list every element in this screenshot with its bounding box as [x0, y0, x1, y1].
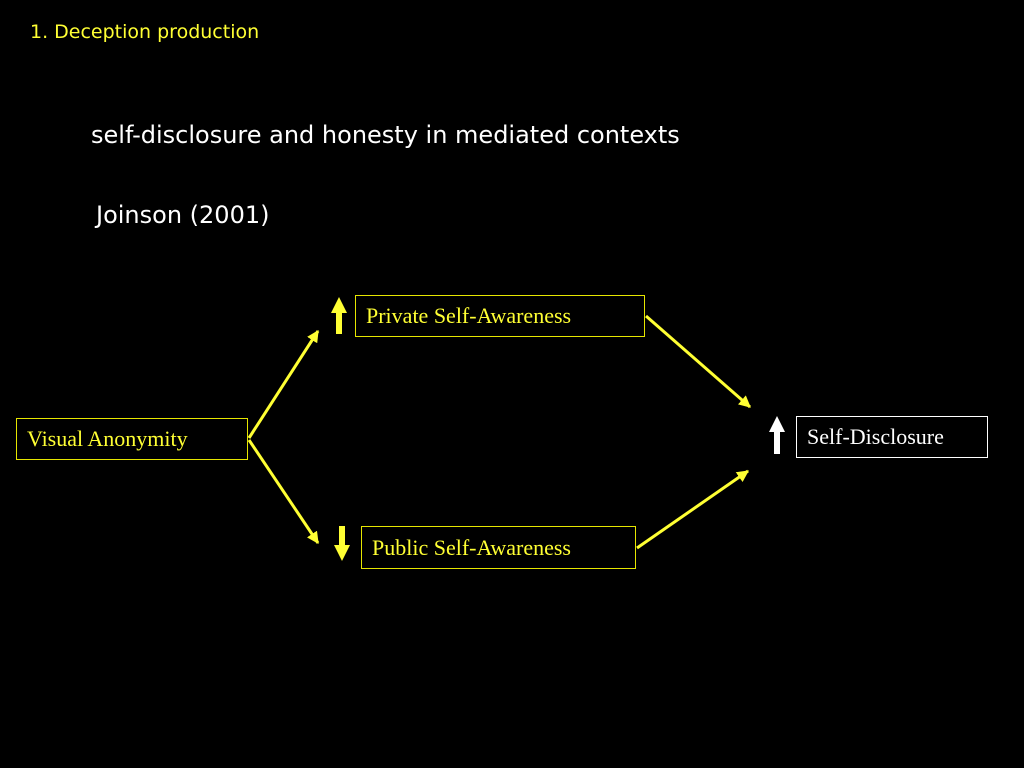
arrow-private-to-disclosure: [645, 314, 751, 409]
increase-arrow-icon-disclosure: [769, 416, 785, 454]
increase-arrow-icon-private: [331, 297, 347, 334]
node-public-self-awareness-label: Public Self-Awareness: [372, 534, 571, 560]
node-visual-anonymity: Visual Anonymity: [16, 418, 248, 460]
citation: Joinson (2001): [96, 201, 270, 229]
arrow-public-to-disclosure: [636, 469, 749, 550]
arrow-visual-to-private: [247, 329, 320, 439]
arrow-visual-to-public: [247, 439, 320, 544]
slide-heading: self-disclosure and honesty in mediated …: [91, 121, 680, 149]
node-public-self-awareness: Public Self-Awareness: [361, 526, 636, 569]
node-self-disclosure: Self-Disclosure: [796, 416, 988, 458]
node-visual-anonymity-label: Visual Anonymity: [27, 426, 188, 451]
decrease-arrow-icon-public: [334, 526, 350, 561]
node-self-disclosure-label: Self-Disclosure: [807, 424, 944, 449]
node-private-self-awareness-label: Private Self-Awareness: [366, 303, 572, 328]
section-title: 1. Deception production: [30, 21, 260, 43]
node-private-self-awareness: Private Self-Awareness: [355, 295, 645, 337]
